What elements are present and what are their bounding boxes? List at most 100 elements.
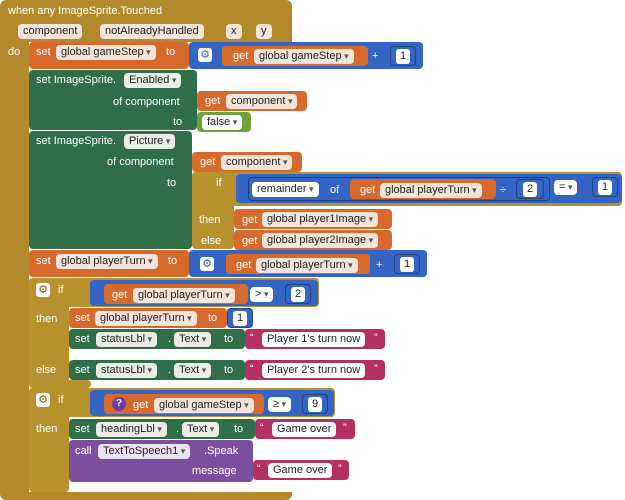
property-dropdown-text[interactable]: Text <box>174 363 212 378</box>
compare-op-dropdown-equal[interactable]: = <box>554 180 578 195</box>
message-label: message <box>192 465 237 477</box>
warning-question-icon[interactable]: ? <box>112 397 126 411</box>
get-keyword: get <box>360 184 376 196</box>
number-field[interactable]: 1 <box>233 311 248 326</box>
dot-separator: . <box>168 333 172 345</box>
component-dropdown-statuslbl[interactable]: statusLbl <box>96 332 158 347</box>
mutator-gear-icon[interactable]: ⚙ <box>36 393 50 407</box>
get-keyword: get <box>133 399 149 411</box>
set-keyword: set <box>36 46 51 58</box>
set-keyword: set <box>36 255 51 267</box>
mutator-gear-icon[interactable]: ⚙ <box>198 48 212 62</box>
get-keyword: get <box>242 235 258 247</box>
set-keyword: set <box>75 333 90 345</box>
component-dropdown-statuslbl[interactable]: statusLbl <box>96 363 158 378</box>
component-dropdown-texttospeech[interactable]: TextToSpeech1 <box>98 444 191 459</box>
get-keyword: get <box>205 95 221 107</box>
open-quote-icon: “ <box>250 363 254 375</box>
else-keyword: else <box>36 364 57 376</box>
set-imagesprite-label: set ImageSprite. <box>36 74 117 86</box>
method-name: .Speak <box>204 445 239 457</box>
event-title: when any ImageSprite.Touched <box>8 5 163 17</box>
text-field-gameover[interactable]: Game over <box>272 422 337 437</box>
param-x[interactable]: x <box>226 24 242 39</box>
open-quote-icon: “ <box>250 332 254 344</box>
to-keyword: to <box>234 423 244 435</box>
to-keyword: to <box>224 333 234 345</box>
of-component-label: of component <box>113 96 180 108</box>
get-keyword: get <box>200 156 216 168</box>
param-y[interactable]: y <box>256 24 272 39</box>
if-keyword: if <box>58 394 64 406</box>
var-dropdown-gamestep[interactable]: global gameStep <box>56 45 156 60</box>
var-dropdown-gamestep-get[interactable]: global gameStep <box>254 49 354 64</box>
get-keyword: get <box>112 289 128 301</box>
get-keyword: get <box>233 50 249 62</box>
number-field[interactable]: 9 <box>308 397 323 412</box>
set-picture-block[interactable] <box>29 131 192 249</box>
var-dropdown-component[interactable]: component <box>221 155 293 170</box>
var-dropdown-component[interactable]: component <box>226 94 298 109</box>
of-component-label: of component <box>107 156 174 168</box>
if-footer-playerturn <box>29 380 91 388</box>
close-quote-icon: ” <box>374 363 378 375</box>
close-quote-icon: ” <box>374 332 378 344</box>
var-dropdown-playerturn[interactable]: global playerTurn <box>56 254 158 269</box>
of-keyword: of <box>330 184 340 196</box>
var-dropdown-gamestep[interactable]: global gameStep <box>154 398 254 413</box>
number-field[interactable]: 1 <box>396 49 411 64</box>
var-dropdown-player2image[interactable]: global player2Image <box>262 233 379 248</box>
text-field-player1[interactable]: Player 1's turn now <box>262 332 366 347</box>
to-keyword: to <box>166 46 176 58</box>
component-dropdown-headinglbl[interactable]: headingLbl <box>96 422 167 437</box>
param-component[interactable]: component <box>18 24 83 39</box>
close-quote-icon: ” <box>343 422 347 434</box>
else-keyword: else <box>201 235 222 247</box>
var-dropdown-playerturn-get[interactable]: global playerTurn <box>256 258 358 273</box>
then-keyword: then <box>199 214 221 226</box>
set-keyword: set <box>75 364 90 376</box>
plus-operator: + <box>372 50 379 62</box>
plus-operator: + <box>376 259 383 271</box>
property-dropdown-text[interactable]: Text <box>182 422 220 437</box>
call-keyword: call <box>75 445 92 457</box>
mutator-gear-icon[interactable]: ⚙ <box>200 257 214 271</box>
dot-separator: . <box>176 423 180 435</box>
math-op-dropdown-remainder[interactable]: remainder <box>252 182 319 197</box>
get-keyword: get <box>242 214 258 226</box>
mutator-gear-icon[interactable]: ⚙ <box>36 283 50 297</box>
var-dropdown-playerturn[interactable]: global playerTurn <box>95 311 197 326</box>
property-dropdown-enabled[interactable]: Enabled <box>124 73 182 88</box>
number-field[interactable]: 2 <box>291 287 306 302</box>
to-keyword: to <box>224 364 234 376</box>
text-field-player2[interactable]: Player 2's turn now <box>262 363 366 378</box>
property-dropdown-text[interactable]: Text <box>174 332 212 347</box>
do-label: do <box>8 46 21 58</box>
param-not-already-handled[interactable]: notAlreadyHandled <box>100 24 204 39</box>
property-dropdown-picture[interactable]: Picture <box>124 134 176 149</box>
number-field[interactable]: 1 <box>400 257 415 272</box>
to-keyword: to <box>168 255 178 267</box>
to-keyword: to <box>167 177 177 189</box>
number-field[interactable]: 2 <box>523 182 538 197</box>
to-keyword: to <box>208 312 218 324</box>
var-dropdown-playerturn[interactable]: global playerTurn <box>133 288 235 303</box>
if-keyword: if <box>58 284 64 296</box>
var-dropdown-playerturn[interactable]: global playerTurn <box>380 183 482 198</box>
open-quote-icon: “ <box>260 422 264 434</box>
text-field-gameover-speak[interactable]: Game over <box>268 463 333 478</box>
compare-op-dropdown-greater[interactable]: > <box>250 287 274 302</box>
then-keyword: then <box>36 423 58 435</box>
number-field[interactable]: 1 <box>598 180 613 195</box>
to-keyword: to <box>173 116 183 128</box>
if-keyword: if <box>216 177 222 189</box>
divide-operator: ÷ <box>500 184 507 196</box>
set-imagesprite-label: set ImageSprite. <box>36 135 117 147</box>
dot-separator: . <box>168 364 172 376</box>
compare-op-dropdown-gte[interactable]: ≥ <box>268 397 292 412</box>
boolean-dropdown-false[interactable]: false <box>202 115 243 130</box>
set-keyword: set <box>75 423 90 435</box>
close-quote-icon: ” <box>338 463 342 475</box>
set-keyword: set <box>75 312 90 324</box>
var-dropdown-player1image[interactable]: global player1Image <box>262 212 379 227</box>
